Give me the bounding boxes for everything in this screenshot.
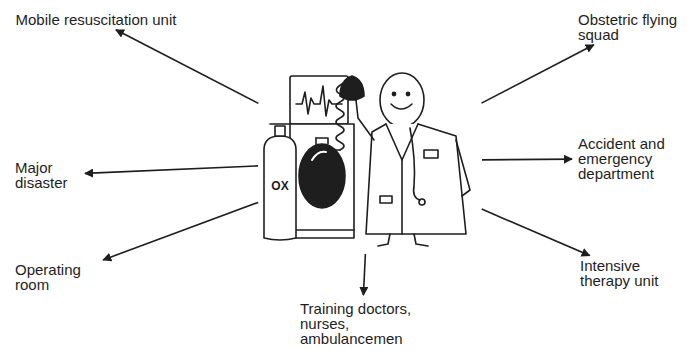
stethoscope [410,128,420,200]
destination-label: Major disaster [15,160,79,190]
destination-label: Obstetric flying squad [578,12,678,42]
doctor-hand [352,94,360,100]
destination-label: Training doctors, nurses, ambulancemen [300,301,424,346]
coat-pocket [380,196,392,203]
arrow-connector [363,254,365,295]
destination-text: Obstetric flying squad [578,12,678,42]
doctor-legs [378,234,428,246]
doctor-head [380,73,424,127]
arrow-connector [482,45,594,103]
stethoscope-head [419,199,425,205]
doctor-eye [406,92,409,95]
bag-neck [315,138,317,146]
valve-handle [270,123,290,125]
destination-text: Intensive therapy unit [580,258,680,288]
arrow-connector [482,209,590,256]
destination-text: Operating room [15,262,99,292]
destination-label: Mobile resuscitation unit [12,12,180,27]
face-mask [340,76,364,100]
monitor-trace [296,86,342,116]
doctor-arm [356,100,374,140]
arrow-connector [482,158,572,160]
cylinder-label: OX [264,180,296,192]
coiled-tube [328,149,340,151]
doctor-smile [391,104,412,109]
arrow-connector [116,30,259,104]
coat-opening [401,160,403,234]
bag-neck [316,138,328,144]
doctor-arm [456,140,470,196]
coat-badge [424,150,438,158]
resuscitation-bag [299,144,345,208]
destination-label: Intensive therapy unit [580,258,680,288]
arrow-connector [85,166,258,174]
cylinder-valve [275,126,285,136]
bag-highlight [312,152,326,160]
trolley-frame [290,124,354,238]
destination-label: Accident and emergency department [578,136,682,181]
destination-label: Operating room [15,262,99,292]
destination-text: Major disaster [15,160,79,190]
resuscitation-equipment: OX [262,72,478,250]
doctor-eye [392,92,395,95]
trolley-shelf [290,229,354,231]
oxygen-cylinder [264,136,296,240]
arrow-connector [103,202,258,260]
destination-text: Accident and emergency department [578,136,682,181]
monitor [290,76,348,124]
destination-text: Mobile resuscitation unit [12,12,180,27]
destination-text: Training doctors, nurses, ambulancemen [300,301,424,346]
doctor-coat [366,124,466,234]
